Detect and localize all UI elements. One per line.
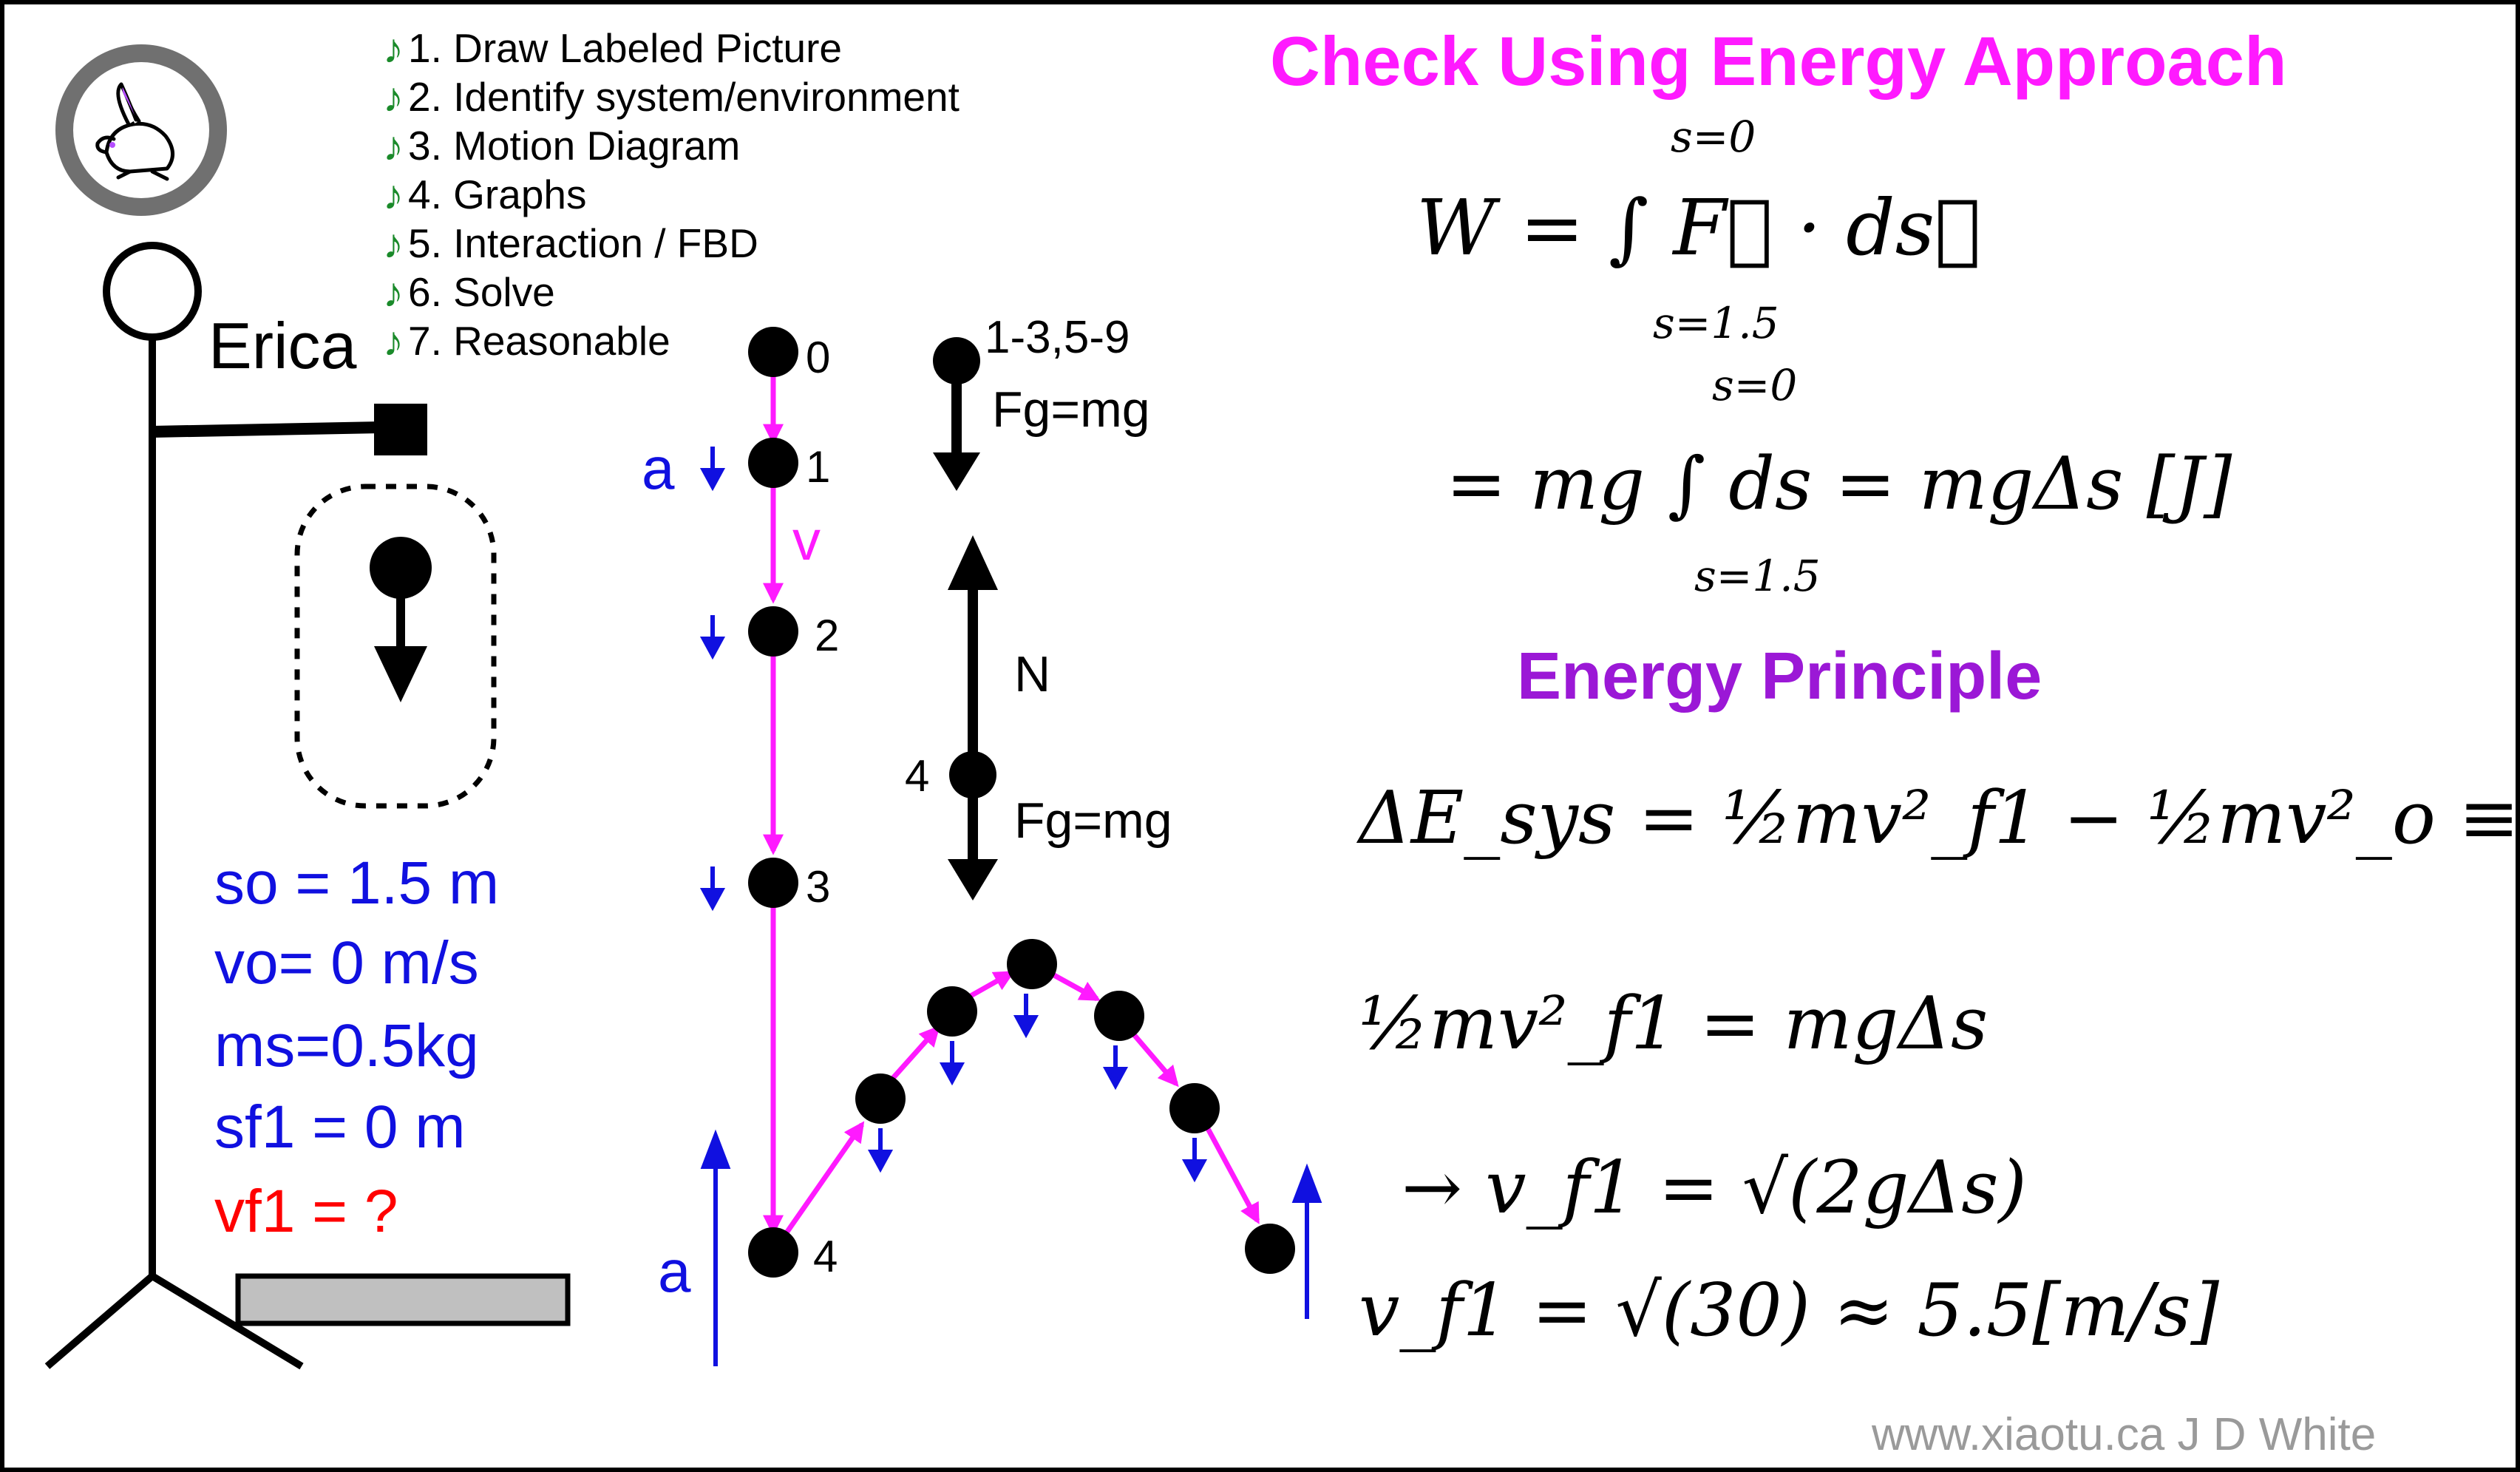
music-note-icon: ♪ — [383, 171, 404, 218]
integral-1-lower: s=1.5 — [1653, 298, 1779, 348]
checklist: ♪1. Draw Labeled Picture ♪2. Identify sy… — [383, 24, 960, 365]
rabbit-logo — [55, 44, 227, 216]
position-dot — [748, 858, 798, 908]
velocity-arrow — [1051, 971, 1101, 1002]
position-label-0: 0 — [806, 333, 831, 382]
fbd-gravity-label-bottom: Fg=mg — [1014, 793, 1172, 849]
position-dot — [748, 438, 798, 488]
accel-arrow-small — [699, 888, 726, 912]
scene-drawing — [44, 242, 571, 1370]
vf1-result: v_f1 = √(30) ≈ 5.5[m/s] — [1359, 1269, 2219, 1353]
work-result-eq: = mg ∫ ds = mgΔs [J] — [1446, 442, 2232, 526]
position-dot — [855, 1074, 906, 1124]
velocity-arrow — [886, 1025, 940, 1086]
checklist-item: ♪2. Identify system/environment — [383, 73, 960, 121]
gravity-arrow — [374, 646, 427, 702]
kinetic-energy-eq: ½mv²_f1 = mgΔs — [1359, 982, 1989, 1066]
fbd-normal-label: N — [1014, 646, 1051, 702]
fbd-phase-label: 1-3,5-9 — [985, 312, 1130, 363]
system-boundary — [294, 484, 497, 809]
music-note-icon: ♪ — [383, 24, 404, 72]
given-vf1-unknown: vf1 = ? — [214, 1178, 398, 1245]
integral-2-upper: s=0 — [1712, 360, 1798, 410]
checklist-item: ♪5. Interaction / FBD — [383, 220, 758, 267]
accel-arrow-small — [699, 637, 726, 660]
position-dot — [1169, 1083, 1220, 1133]
figure-leg-left — [44, 1273, 155, 1369]
free-body-diagrams — [933, 337, 998, 901]
checklist-item: ♪6. Solve — [383, 268, 555, 316]
fbd-gravity-arrow-bottom — [948, 859, 998, 901]
checklist-item: ♪1. Draw Labeled Picture — [383, 24, 842, 72]
accel-arrow-small — [1181, 1159, 1208, 1183]
floor-platform — [235, 1273, 571, 1326]
position-dot — [1007, 939, 1057, 989]
motion-diagram — [699, 327, 1322, 1366]
position-dot — [748, 327, 798, 377]
music-note-icon: ♪ — [383, 268, 404, 316]
position-label-2: 2 — [815, 611, 840, 660]
energy-principle-title: Energy Principle — [1517, 640, 2042, 713]
work-integral-eq: W = ∫ F⃗ · ds⃗ — [1416, 183, 1981, 273]
given-sf1: sf1 = 0 m — [214, 1093, 466, 1161]
position-dot — [1245, 1224, 1295, 1274]
fbd-gravity-label-top: Fg=mg — [992, 381, 1150, 438]
fbd-bounce-label: 4 — [905, 751, 930, 801]
accel-arrow-small — [939, 1062, 965, 1086]
checklist-item: ♪4. Graphs — [383, 171, 587, 218]
energy-principle-eq: ΔE_sys = ½mv²_f1 − ½mv²_o ≡ W — [1359, 776, 2520, 861]
integral-2-lower: s=1.5 — [1694, 551, 1821, 601]
hand — [374, 404, 427, 455]
ball — [370, 537, 432, 599]
accel-arrow-small — [867, 1150, 894, 1173]
velocity-arrow — [964, 970, 1015, 1002]
checklist-item: ♪3. Motion Diagram — [383, 122, 741, 169]
velocity-arrow — [775, 1121, 865, 1249]
vf1-formula: → v_f1 = √(2gΔs) — [1402, 1146, 2027, 1230]
figure-arm — [152, 421, 382, 438]
position-label-4: 4 — [813, 1232, 838, 1281]
figure-leg-right — [150, 1272, 304, 1370]
position-dot — [748, 606, 798, 657]
position-label-1: 1 — [806, 442, 831, 492]
position-dot — [927, 986, 977, 1037]
music-note-icon: ♪ — [383, 317, 404, 364]
given-mass: ms=0.5kg — [214, 1012, 479, 1079]
checklist-item: ♪7. Reasonable — [383, 317, 670, 364]
accel-arrow-large — [700, 1129, 731, 1169]
position-dot — [748, 1227, 798, 1278]
person-name: Erica — [208, 309, 357, 382]
position-label-3: 3 — [806, 862, 831, 912]
velocity-arrow — [1203, 1123, 1260, 1224]
velocity-arrow — [1130, 1030, 1179, 1088]
credit-text: www.xiaotu.ca J D White — [1872, 1409, 2377, 1460]
fbd-gravity-arrow-top — [933, 452, 980, 491]
given-v0: vo= 0 m/s — [214, 929, 479, 997]
accel-arrow-small — [1102, 1067, 1129, 1091]
velocity-label: v — [792, 509, 821, 572]
accel-arrow-large — [1291, 1163, 1322, 1203]
accel-label-bottom: a — [658, 1238, 691, 1304]
check-title: Check Using Energy Approach — [1270, 22, 2287, 100]
given-s0: so = 1.5 m — [214, 849, 500, 917]
position-dot — [1094, 991, 1144, 1041]
music-note-icon: ♪ — [383, 220, 404, 267]
music-note-icon: ♪ — [383, 73, 404, 121]
accel-arrow-small — [699, 468, 726, 492]
integral-1-upper: s=0 — [1671, 112, 1756, 162]
accel-label-top: a — [642, 435, 675, 501]
fbd-normal-arrow — [948, 535, 998, 590]
music-note-icon: ♪ — [383, 122, 404, 169]
accel-arrow-small — [1013, 1015, 1039, 1039]
